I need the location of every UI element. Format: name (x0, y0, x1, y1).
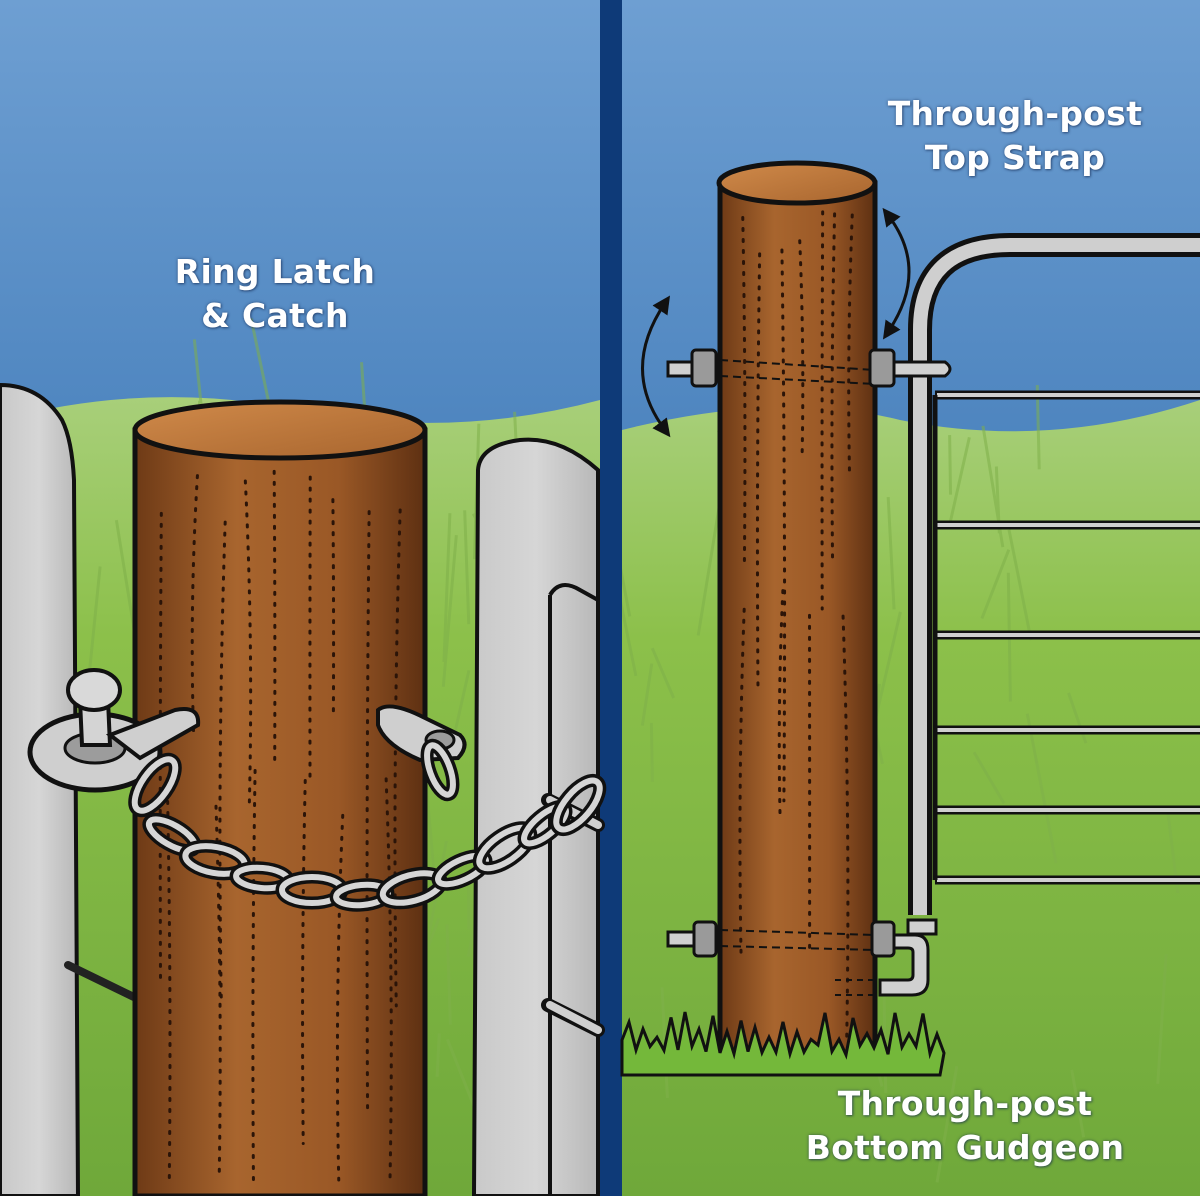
latch-tab (105, 707, 201, 761)
gudgeon-nut-right (870, 920, 896, 958)
chain-link (549, 774, 607, 836)
ring-latch-panel (0, 382, 607, 1196)
chain-link (128, 752, 182, 818)
ring-latch (27, 668, 201, 793)
ring-latch-label-line-2: & Catch (201, 296, 349, 335)
bottom-gudgeon-label: Through-post Bottom Gudgeon (760, 1082, 1170, 1170)
gate-hinge-panel (620, 160, 1200, 1077)
bottom-gudgeon (666, 918, 938, 997)
ground-grass (620, 1011, 946, 1077)
bolt-swing-arrow (641, 295, 671, 438)
hinge-post-top (716, 160, 878, 206)
top-strap-bolt (666, 348, 952, 388)
gate-frame (908, 233, 1200, 915)
hinge-post (716, 160, 878, 1056)
bottom-gudgeon-label-line-1: Through-post (837, 1084, 1093, 1123)
ring-latch-post (132, 399, 428, 1196)
top-strap-eye (892, 360, 952, 378)
gudgeon-nut-left (692, 920, 718, 958)
latch-knob (66, 668, 122, 712)
panel-divider (600, 0, 622, 1196)
chain-link (420, 738, 460, 802)
top-strap-label: Through-post Top Strap (860, 92, 1170, 180)
top-strap-nut-right (868, 348, 896, 388)
top-strap-swing-arrow (882, 207, 911, 340)
latch-chain (128, 738, 607, 912)
gudgeon-pin-bracket (878, 933, 930, 997)
ring-latch-label-line-1: Ring Latch (174, 252, 376, 291)
bottom-gudgeon-label-line-2: Bottom Gudgeon (805, 1128, 1125, 1167)
top-strap-label-line-1: Through-post (887, 94, 1143, 133)
ring-latch-post-top (132, 399, 428, 461)
top-strap-label-line-2: Top Strap (924, 138, 1106, 177)
top-strap-nut-left (690, 348, 718, 388)
ring-latch-label: Ring Latch & Catch (120, 250, 430, 338)
left-gate-upright (0, 382, 81, 1196)
